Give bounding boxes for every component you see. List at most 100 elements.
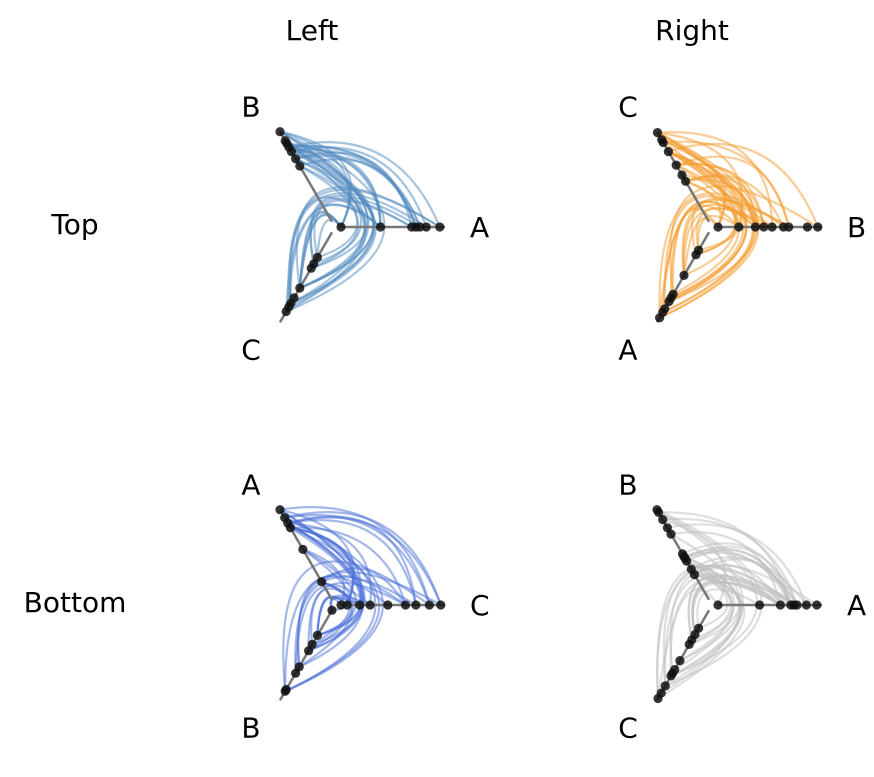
- hive-edge: [288, 141, 441, 228]
- hive-node: [750, 222, 761, 232]
- hive-edge: [664, 572, 782, 686]
- hive-edge: [279, 130, 369, 270]
- hive-node: [675, 656, 685, 666]
- hive-node: [713, 600, 723, 610]
- hive-node: [657, 135, 667, 145]
- hive-node: [411, 600, 421, 610]
- axis-label-a: A: [241, 469, 260, 502]
- hive-edge: [284, 139, 376, 305]
- hive-node: [291, 154, 301, 164]
- hive-axis-line: [278, 609, 334, 701]
- hive-node: [298, 544, 308, 555]
- hive-node: [801, 600, 812, 610]
- hive-panel-top-right: BCA: [618, 91, 866, 367]
- hive-node: [813, 222, 823, 232]
- hive-node: [280, 513, 290, 523]
- edge-layer: [279, 506, 442, 693]
- node-layer: [275, 127, 445, 317]
- hive-node: [663, 147, 674, 157]
- hive-edge: [298, 213, 342, 289]
- hive-node: [436, 600, 446, 610]
- hive-edge: [287, 516, 442, 606]
- hive-node: [655, 313, 665, 323]
- hive-node: [327, 605, 337, 615]
- hive-node: [400, 600, 411, 610]
- hive-node: [653, 693, 663, 704]
- hive-edge: [675, 164, 737, 256]
- hive-node: [435, 222, 445, 232]
- hive-edge: [309, 194, 421, 264]
- node-layer: [275, 505, 446, 696]
- hive-node: [336, 222, 346, 232]
- hive-node: [317, 577, 327, 587]
- hive-node: [812, 600, 822, 610]
- hive-edge: [658, 511, 744, 677]
- hive-node: [281, 306, 291, 317]
- axis-label-b: B: [241, 711, 260, 744]
- hive-node: [421, 222, 431, 232]
- hive-edge: [691, 577, 798, 635]
- hive-node: [734, 222, 744, 232]
- hive-node: [295, 283, 305, 293]
- hive-panel-bottom-left: C A B: [241, 469, 489, 745]
- hive-node: [775, 600, 786, 610]
- hive-edge: [656, 131, 745, 299]
- hive-edge: [658, 192, 785, 318]
- hive-edge: [657, 131, 774, 228]
- hive-node: [677, 549, 688, 559]
- hive-node: [666, 671, 676, 681]
- hive-node: [415, 222, 425, 232]
- hive-node: [684, 639, 694, 650]
- hive-edge: [288, 157, 377, 308]
- hive-edge: [279, 506, 431, 606]
- hive-node: [304, 646, 314, 656]
- hive-edge: [690, 568, 729, 630]
- hive-panel-top-left: ABC: [241, 91, 489, 367]
- hive-edge: [284, 514, 431, 606]
- hive-node: [767, 222, 777, 232]
- hive-node: [291, 668, 301, 678]
- hive-edge: [307, 587, 361, 651]
- hive-node: [342, 600, 352, 610]
- hive-node: [275, 127, 285, 137]
- hive-edge: [290, 526, 407, 606]
- edge-layer: [656, 508, 818, 700]
- hive-node: [755, 600, 765, 610]
- hive-node: [713, 222, 723, 232]
- hive-node: [686, 564, 696, 574]
- axis-label-a: A: [470, 211, 489, 244]
- hive-node: [784, 222, 794, 232]
- hive-edge: [686, 560, 736, 641]
- hive-edge: [288, 146, 367, 290]
- hive-node: [652, 128, 663, 138]
- axis-label-c: C: [470, 589, 490, 622]
- hive-edge: [668, 142, 819, 228]
- row-title-top: Top: [50, 208, 98, 241]
- axis-label-b: B: [618, 469, 637, 502]
- hive-node: [280, 686, 290, 696]
- hive-node: [759, 222, 769, 232]
- hive-panel-bottom-right: ABC: [618, 469, 866, 745]
- hive-edge: [284, 511, 442, 606]
- axis-label-b: B: [847, 211, 866, 244]
- hive-edge: [667, 523, 808, 606]
- hive-edge: [662, 517, 799, 606]
- hive-edge: [695, 207, 773, 251]
- axis-label-c: C: [241, 333, 261, 366]
- axis-label-c: C: [618, 91, 638, 124]
- hive-edge: [670, 560, 743, 677]
- edge-layer: [279, 130, 441, 313]
- hive-edge: [687, 576, 781, 641]
- row-title-bottom: Bottom: [24, 586, 127, 619]
- axis-label-a: A: [847, 589, 866, 622]
- node-layer: [652, 128, 823, 323]
- hive-node: [662, 523, 673, 533]
- hive-node: [275, 505, 285, 515]
- hive-node: [802, 222, 813, 232]
- hive-node: [664, 296, 674, 307]
- hive-edge: [684, 551, 798, 606]
- hive-node: [691, 250, 701, 260]
- hive-node: [671, 160, 681, 170]
- hive-node: [306, 263, 316, 273]
